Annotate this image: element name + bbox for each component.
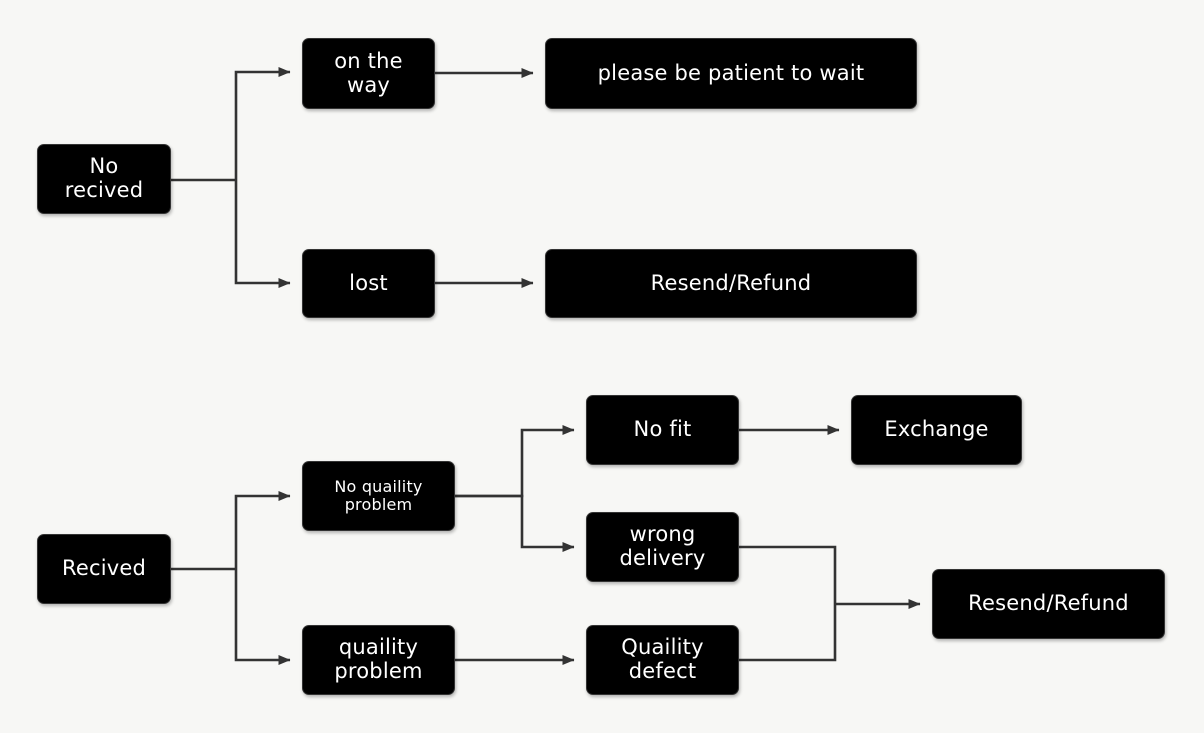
edge-branch-to-quaility-problem [234, 569, 291, 665]
edge-no-quaility-to-no-fit [455, 425, 575, 498]
node-exchange[interactable]: Exchange [851, 395, 1022, 465]
edge-wrong-delivery-to-merge [739, 545, 837, 604]
edge-quaility-defect-to-merge [739, 604, 837, 662]
node-quaility-problem[interactable]: quaility problem [302, 625, 455, 695]
node-resend-refund-top[interactable]: Resend/Refund [545, 249, 917, 318]
edge-branch-to-lost [234, 180, 291, 288]
node-wrong-delivery[interactable]: wrong delivery [586, 512, 739, 582]
node-please-be-patient-to-wait[interactable]: please be patient to wait [545, 38, 917, 109]
node-no-fit[interactable]: No fit [586, 395, 739, 465]
node-on-the-way[interactable]: on the way [302, 38, 435, 109]
node-recived[interactable]: Recived [37, 534, 171, 604]
edge-no-quaility-to-wrong-delivery [455, 494, 575, 552]
edge-branch-to-on-the-way [234, 67, 291, 180]
node-no-recived[interactable]: No recived [37, 144, 171, 214]
node-quaility-defect[interactable]: Quaility defect [586, 625, 739, 695]
node-resend-refund-bottom[interactable]: Resend/Refund [932, 569, 1165, 639]
edge-branch-to-no-quaility [234, 491, 291, 569]
node-no-quaility-problem[interactable]: No quaility problem [302, 461, 455, 531]
node-lost[interactable]: lost [302, 249, 435, 318]
